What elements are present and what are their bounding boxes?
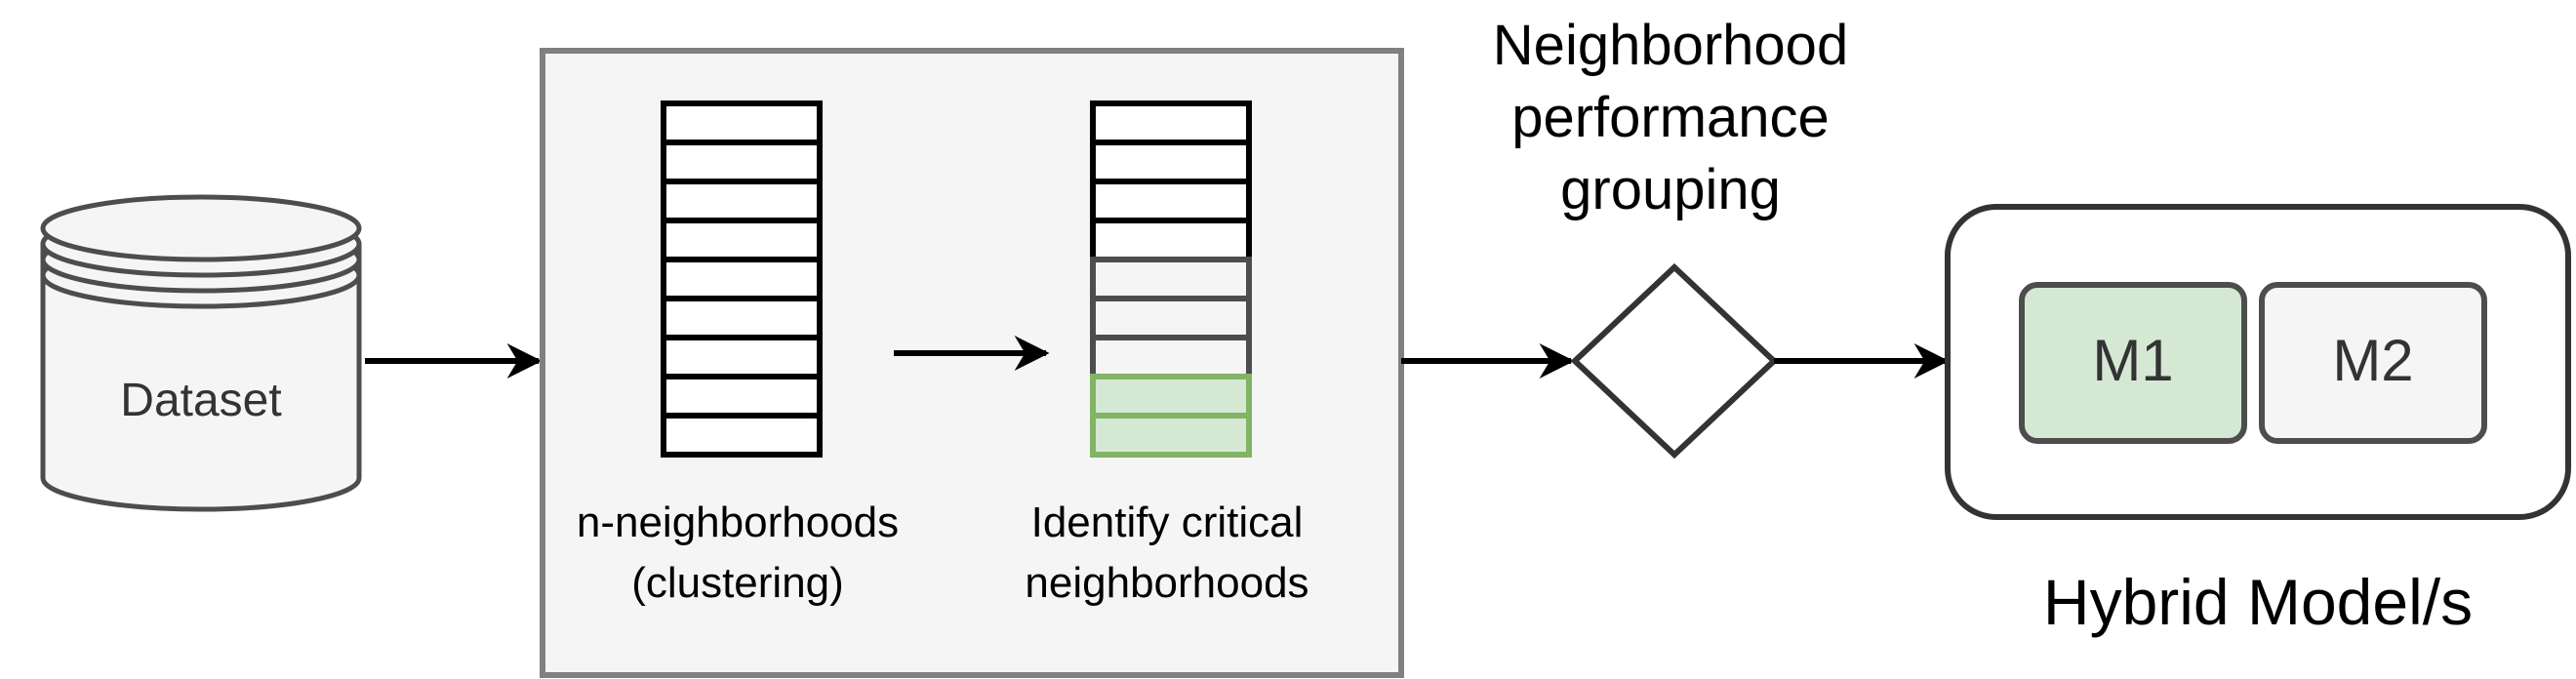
- clustering-caption-line2: (clustering): [631, 559, 844, 607]
- grouping-diamond-shape: [1570, 262, 1779, 459]
- neighborhood-block-1: [661, 100, 823, 145]
- neighborhood-block-2: [661, 140, 823, 184]
- critical-neighborhood-stack: [1090, 100, 1252, 458]
- critical-neighborhood-block-5: [1090, 257, 1252, 301]
- dataset-cylinder-top: [40, 194, 362, 262]
- critical-neighborhood-block-2: [1090, 140, 1252, 184]
- critical-neighborhood-block-8: [1090, 374, 1252, 419]
- model-m2-box: [2259, 282, 2487, 444]
- critical-neighborhood-block-3: [1090, 179, 1252, 223]
- clustering-caption-line1: n-neighborhoods: [577, 499, 899, 546]
- neighborhood-block-6: [661, 296, 823, 340]
- critical-neighborhood-block-6: [1090, 296, 1252, 340]
- critical-neighborhood-block-4: [1090, 218, 1252, 262]
- hybrid-model-title: Hybrid Model/s: [2043, 566, 2473, 638]
- grouping-label-line3: grouping: [1560, 158, 1781, 221]
- model-m1-box: [2019, 282, 2247, 444]
- neighborhood-block-8: [661, 374, 823, 419]
- critical-neighborhood-block-7: [1090, 335, 1252, 379]
- critical-neighborhood-block-1: [1090, 100, 1252, 145]
- dataset-cylinder: Dataset: [40, 194, 362, 512]
- model-m1-label: M1: [2092, 328, 2173, 393]
- neighborhood-block-5: [661, 257, 823, 301]
- clustering-panel: n-neighborhoods (clustering) Identify cr…: [540, 48, 1404, 678]
- neighborhood-block-4: [661, 218, 823, 262]
- neighborhood-stack: [661, 100, 823, 458]
- grouping-diamond: Neighborhood performance grouping: [1493, 14, 1848, 459]
- neighborhood-block-9: [661, 413, 823, 458]
- hybrid-model: M1 M2 Hybrid Model/s: [1945, 204, 2571, 638]
- neighborhood-block-7: [661, 335, 823, 379]
- critical-caption-line1: Identify critical: [1031, 499, 1304, 546]
- model-m2-label: M2: [2332, 328, 2413, 393]
- critical-caption-line2: neighborhoods: [1025, 559, 1308, 607]
- critical-neighborhood-block-9: [1090, 413, 1252, 458]
- grouping-label-line2: performance: [1511, 86, 1830, 149]
- dataset-cylinder-body: [40, 242, 362, 512]
- dataset-label: Dataset: [120, 375, 281, 426]
- grouping-label-line1: Neighborhood: [1493, 14, 1848, 77]
- neighborhood-block-3: [661, 179, 823, 223]
